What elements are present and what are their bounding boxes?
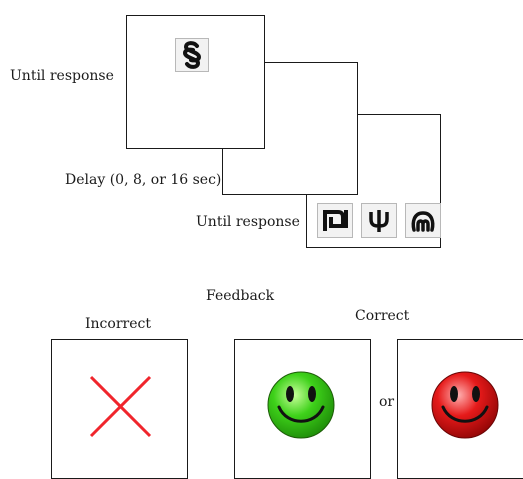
incorrect-label: Incorrect xyxy=(85,316,151,332)
incorrect-frame xyxy=(51,339,188,479)
feedback-title: Feedback xyxy=(206,288,275,304)
correct-frame-green xyxy=(234,339,371,479)
symbol-section-icon xyxy=(182,41,202,69)
choice-option[interactable] xyxy=(405,203,441,238)
choice-option[interactable] xyxy=(361,203,397,238)
test-duration-label: Until response xyxy=(196,214,300,230)
sample-stimulus xyxy=(175,38,209,72)
symbol-omega-icon xyxy=(411,211,435,232)
choice-row xyxy=(317,203,441,239)
symbol-shekel-icon xyxy=(323,210,348,231)
study-duration-label: Until response xyxy=(10,68,114,84)
choice-option[interactable] xyxy=(317,203,353,238)
study-frame xyxy=(126,15,265,149)
green-smiley-icon xyxy=(267,371,335,439)
or-text: or xyxy=(379,394,395,410)
correct-frame-red xyxy=(397,339,523,479)
red-x-icon xyxy=(89,375,152,438)
delay-duration-label: Delay (0, 8, or 16 sec) xyxy=(65,172,222,188)
correct-label: Correct xyxy=(355,308,410,324)
symbol-psi-icon xyxy=(369,210,389,232)
red-smiley-icon xyxy=(431,371,499,439)
